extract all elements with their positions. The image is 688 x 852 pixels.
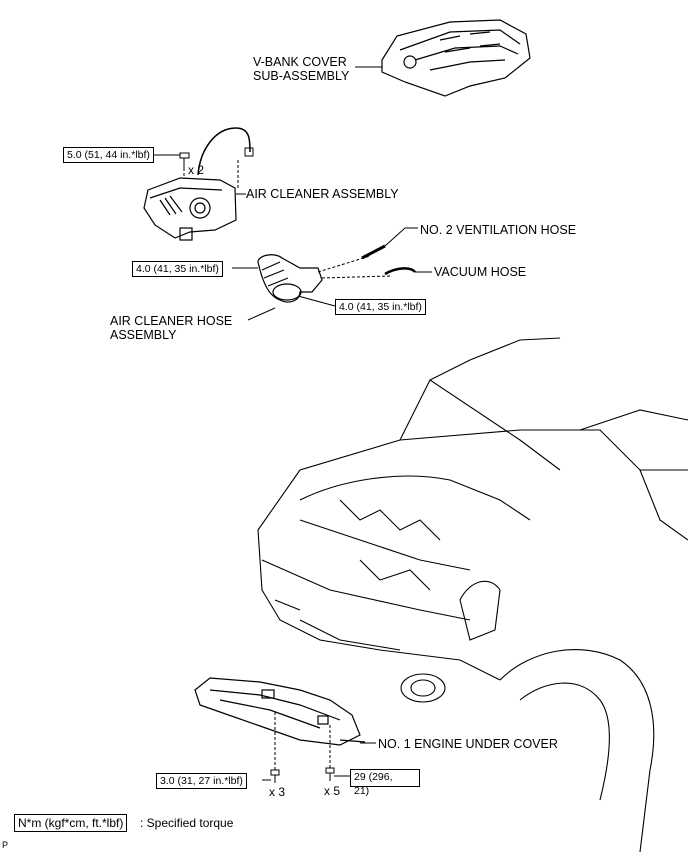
torque-box-1: 5.0 (51, 44 in.*lbf) [63,147,154,163]
air-hose-label-1: AIR CLEANER HOSE [110,314,233,328]
bolt-bottom-1 [270,769,280,783]
vacuum-hose-label: VACUUM HOSE [434,265,527,279]
v-bank-cover-part [381,19,531,97]
legend-unit-box: N*m (kgf*cm, ft.*lbf) [14,814,128,832]
footer-mark: P [2,840,9,850]
vbank-label-2: SUB-ASSEMBLY [253,69,350,83]
air-cleaner-hose-part [257,254,323,303]
quantity-2: x 3 [269,785,286,799]
vehicle-front [257,337,688,852]
bolt-bottom-2 [325,767,335,781]
air-cleaner-part [143,177,237,241]
ventilation-hose-label: NO. 2 VENTILATION HOSE [420,223,577,237]
legend-text: : Specified torque [140,816,234,830]
quantity-3: x 5 [324,784,341,798]
torque-box-2: 4.0 (41, 35 in.*lbf) [132,261,223,277]
torque-box-5-line-1: 29 (296, [354,771,393,783]
under-cover-label: NO. 1 ENGINE UNDER COVER [378,737,558,751]
under-cover-part [194,677,366,746]
quantity-1: x 2 [188,163,205,177]
ventilation-hose-part [361,244,386,260]
air-hose-label-2: ASSEMBLY [110,328,177,342]
torque-box-5: 29 (296, 21) [350,769,420,797]
vacuum-hose-part [384,267,416,276]
upper-hose-part [197,127,251,176]
vbank-label-1: V-BANK COVER [253,55,347,69]
torque-box-3: 4.0 (41, 35 in.*lbf) [335,299,426,315]
torque-box-4: 3.0 (31, 27 in.*lbf) [156,773,247,789]
air-cleaner-label: AIR CLEANER ASSEMBLY [246,187,399,201]
torque-box-5-line-2: 21) [354,785,370,797]
